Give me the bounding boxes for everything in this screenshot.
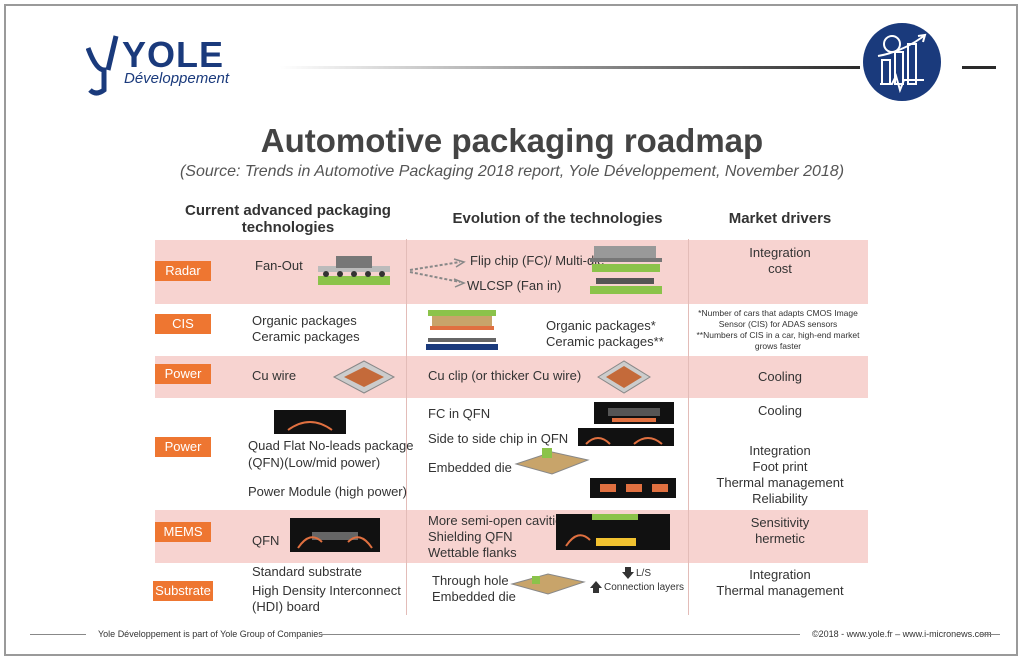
row-radar — [155, 239, 868, 305]
mems-driver-2: hermetic — [755, 531, 805, 546]
footer-rule-left — [30, 634, 86, 635]
footer-rule-mid — [320, 634, 800, 635]
power2-current-2: (QFN)(Low/mid power) — [248, 455, 381, 470]
power2-driver-2: Foot print — [752, 459, 808, 474]
cis-evo-2: Ceramic packages** — [546, 334, 664, 349]
header-drivers: Market drivers — [728, 210, 832, 227]
cis-evo-1: Organic packages* — [546, 318, 656, 333]
page-subtitle: (Source: Trends in Automotive Packaging … — [179, 163, 845, 180]
power-module-icon — [590, 478, 676, 498]
cu-wire-package-icon — [332, 360, 396, 394]
cis-current-1: Organic packages — [252, 313, 357, 328]
substrate-ls: L/S — [636, 568, 652, 579]
power2-driver-3: Thermal management — [716, 475, 844, 490]
footer-right: ©2018 - www.yole.fr – www.i-micronews.co… — [812, 629, 992, 639]
header-rule-end — [962, 66, 996, 69]
mems-evo-2: Shielding QFN — [428, 529, 513, 544]
substrate-current-2: High Density Interconnect — [252, 583, 401, 598]
cis-note-1: *Number of cars that adapts CMOS Image — [698, 308, 858, 318]
power2-driver-1: Integration — [749, 443, 811, 458]
power1-evo: Cu clip (or thicker Cu wire) — [428, 368, 582, 383]
header-rule — [280, 66, 860, 69]
power2-current-3: Power Module (high power) — [248, 484, 407, 499]
cis-note-2: Sensor (CIS) for ADAS sensors — [718, 319, 838, 329]
mems-driver-1: Sensitivity — [750, 515, 810, 530]
fanout-package-icon — [318, 256, 390, 285]
cis-note-3: **Numbers of CIS in a car, high-end mark… — [696, 330, 860, 340]
radar-driver-1: Integration — [749, 245, 811, 260]
tag-mems: MEMS — [155, 522, 211, 542]
yole-logo-icon — [86, 35, 119, 96]
radar-evo-fc: Flip chip (FC)/ Multi-die — [470, 253, 605, 268]
col-divider-2 — [688, 239, 689, 615]
logo-brand: YOLE — [122, 34, 225, 75]
power2-evo-embedded: Embedded die — [428, 460, 512, 475]
power2-evo-side: Side to side chip in QFN — [428, 431, 569, 446]
page-title: Automotive packaging roadmap — [260, 122, 764, 159]
mems-evo-1: More semi-open cavities — [428, 513, 569, 528]
tag-cis: CIS — [155, 314, 211, 334]
power1-driver: Cooling — [757, 369, 803, 384]
radar-current: Fan-Out — [255, 258, 303, 273]
row-substrate — [155, 563, 868, 617]
col-divider-1 — [406, 239, 407, 615]
row-mems — [155, 509, 868, 564]
radar-driver-2: cost — [768, 261, 792, 276]
logo-subtext: Développement — [124, 70, 230, 87]
substrate-current-3: (HDI) board — [252, 599, 320, 614]
power2-driver-top: Cooling — [757, 403, 803, 418]
header-evolution: Evolution of the technologies — [452, 210, 663, 227]
cu-clip-package-icon — [597, 360, 651, 394]
tag-power-2: Power — [155, 437, 211, 457]
power2-driver-4: Reliability — [752, 491, 808, 506]
qfn-package-icon — [274, 410, 346, 434]
radar-evo-wlcsp: WLCSP (Fan in) — [467, 278, 562, 293]
arrow-up-icon — [590, 581, 602, 593]
fc-qfn-package-icon — [594, 402, 674, 424]
analytics-badge-icon — [863, 23, 941, 101]
side-chip-qfn-icon — [578, 428, 674, 446]
substrate-evo-2: Embedded die — [432, 589, 516, 604]
mems-evo-3: Wettable flanks — [428, 545, 517, 560]
hdi-board-icon — [510, 573, 586, 595]
power2-current-1: Quad Flat No-leads package — [248, 438, 414, 453]
substrate-connection: Connection layers — [604, 582, 685, 593]
footer-rule-right — [980, 634, 1000, 635]
substrate-driver-1: Integration — [749, 567, 811, 582]
tag-radar: Radar — [155, 261, 211, 281]
substrate-evo-1: Through hole — [432, 573, 509, 588]
power1-current: Cu wire — [252, 368, 297, 383]
mems-cavity-icon — [556, 514, 670, 550]
arrow-down-icon — [622, 567, 634, 579]
substrate-current-1: Standard substrate — [252, 564, 362, 579]
slide-frame — [4, 4, 1018, 656]
substrate-driver-2: Thermal management — [716, 583, 844, 598]
tag-power-1: Power — [155, 364, 211, 384]
tag-substrate: Substrate — [153, 581, 213, 601]
power2-evo-fc: FC in QFN — [428, 406, 491, 421]
flipchip-package-icon — [590, 246, 662, 294]
header-current: Current advanced packaging technologies — [185, 202, 391, 236]
embedded-die-icon — [514, 448, 590, 475]
footer-left: Yole Développement is part of Yole Group… — [98, 629, 323, 639]
evolution-arrows-icon — [409, 258, 466, 288]
cis-package-icon — [426, 310, 498, 350]
mems-current: QFN — [252, 533, 280, 548]
cis-current-2: Ceramic packages — [252, 329, 360, 344]
mems-qfn-icon — [290, 518, 380, 552]
cis-note-4: grows faster — [754, 341, 802, 351]
row-power1 — [155, 355, 868, 399]
